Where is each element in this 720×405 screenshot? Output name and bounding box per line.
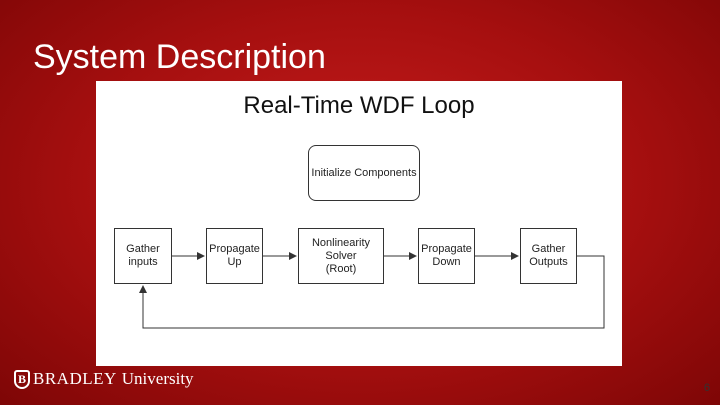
- shield-icon: B: [14, 369, 30, 389]
- page-number: 6: [703, 382, 710, 394]
- node-gather-outputs: Gather Outputs: [520, 228, 577, 284]
- diagram-title: Real-Time WDF Loop: [243, 92, 475, 119]
- feedback-loop-arrow: [139, 255, 605, 329]
- node-propagate-up: Propagate Up: [206, 228, 263, 284]
- bradley-university-logo: B BRADLEY University: [14, 368, 194, 390]
- node-nonlinearity-solver: Nonlinearity Solver (Root): [298, 228, 384, 284]
- diagram-panel: Real-Time WDF Loop Initialize Components…: [96, 81, 622, 366]
- logo-university: University: [121, 369, 194, 388]
- logo-wordmark: BRADLEY: [33, 369, 117, 388]
- slide-title: System Description: [33, 38, 326, 76]
- node-gather-inputs: Gather inputs: [114, 228, 172, 284]
- node-initialize-components: Initialize Components: [308, 145, 420, 201]
- node-propagate-down: Propagate Down: [418, 228, 475, 284]
- diagram-connectors: [139, 252, 605, 329]
